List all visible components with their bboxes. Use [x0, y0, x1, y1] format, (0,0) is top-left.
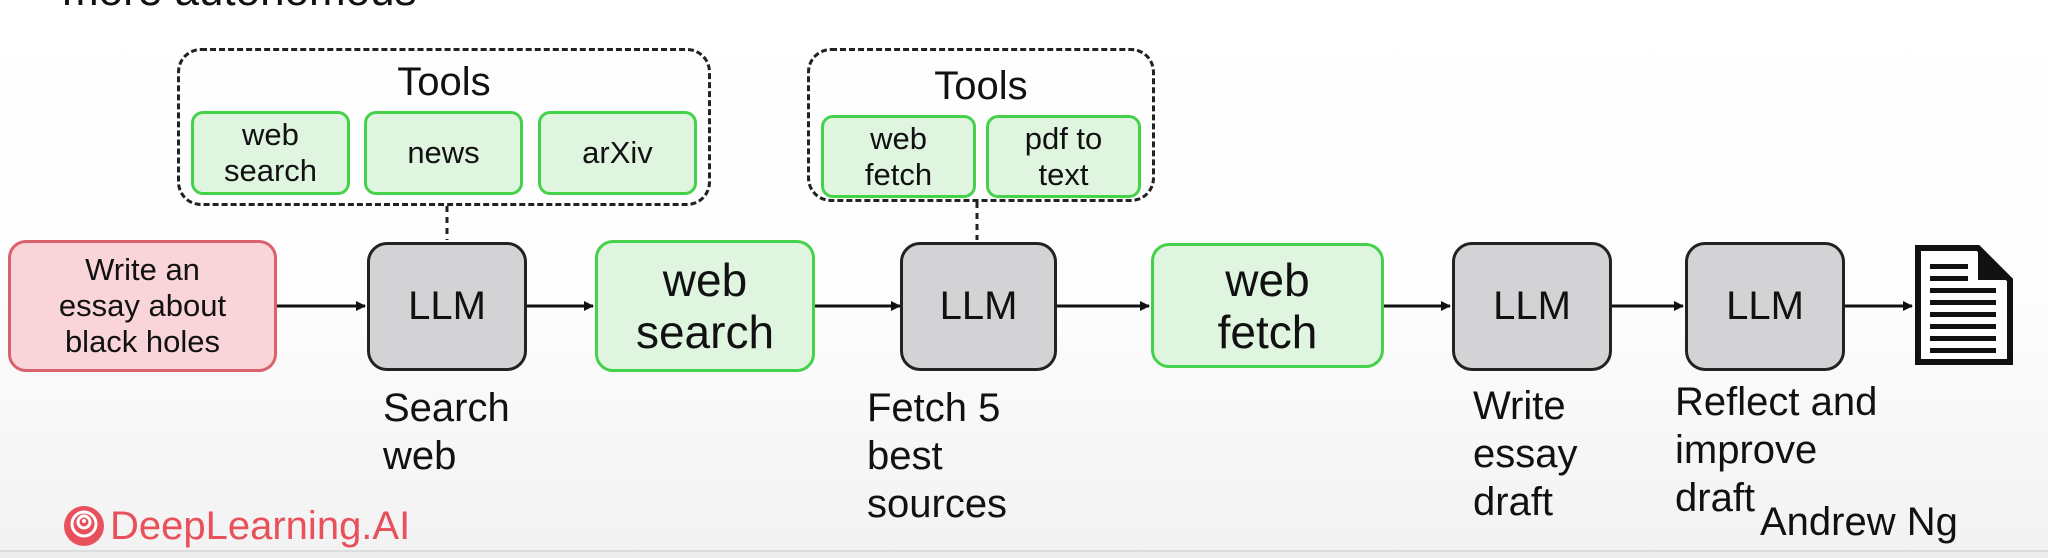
tool-pdf-to-text: pdf to text — [986, 115, 1141, 198]
bottom-rule — [0, 550, 2048, 558]
author-name: Andrew Ng — [1760, 500, 1958, 544]
tool-web-search: web search — [191, 111, 350, 195]
llm-node-write: LLM — [1452, 242, 1612, 371]
toolbox-1-title: Tools — [397, 60, 491, 104]
brand-logo-text: DeepLearning.AI — [110, 503, 411, 548]
toolbox-2 — [807, 48, 1155, 202]
deeplearning-logo-icon — [64, 506, 104, 546]
caption-write-draft: Write essay draft — [1473, 384, 1578, 524]
llm-node-fetch: LLM — [900, 242, 1057, 371]
caption-fetch-sources: Fetch 5 best sources — [867, 386, 1008, 526]
prompt-box: Write an essay about black holes — [8, 240, 277, 372]
caption-reflect-improve: Reflect and improve draft — [1675, 380, 1878, 520]
slide-heading-fragment: more autonomous — [62, 0, 417, 16]
tool-web-fetch: web fetch — [821, 115, 976, 198]
toolbox-1 — [177, 48, 711, 206]
caption-search-web: Search web — [383, 386, 510, 478]
brand-logo: DeepLearning.AI — [62, 502, 410, 550]
web-fetch-action: web fetch — [1151, 243, 1384, 368]
web-search-action: web search — [595, 240, 815, 372]
llm-node-reflect: LLM — [1685, 242, 1845, 371]
document-icon — [1915, 245, 2013, 365]
toolbox-2-title: Tools — [934, 64, 1028, 108]
tool-arxiv: arXiv — [538, 111, 697, 195]
tool-news: news — [364, 111, 523, 195]
llm-node-search: LLM — [367, 242, 527, 371]
